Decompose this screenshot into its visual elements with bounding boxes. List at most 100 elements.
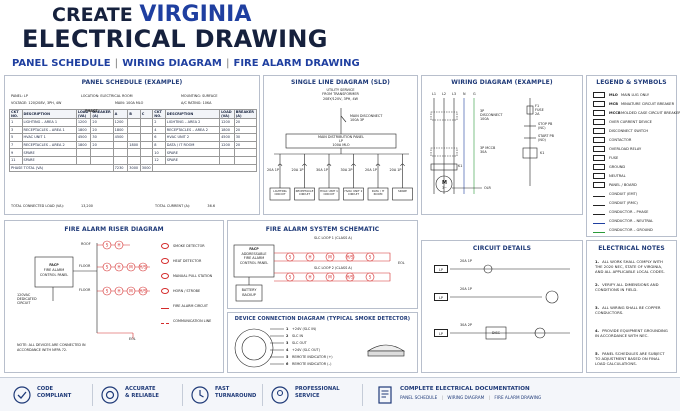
legend-code: MLO bbox=[609, 93, 618, 97]
sld-breaker-label: 30A 2P bbox=[340, 168, 353, 172]
main-disconnect-line: 100A 3P bbox=[350, 118, 365, 123]
sld-load-box bbox=[343, 187, 364, 201]
sld-breaker-label: 20A 1P bbox=[365, 168, 377, 172]
olr-label: OLR bbox=[484, 186, 491, 190]
table-cell: 20 bbox=[233, 125, 258, 135]
target-icon bbox=[101, 386, 119, 404]
table-cell: 20 bbox=[233, 118, 258, 127]
note-item: 1.ALL WORK SHALL COMPLY WITH THE 2020 NE… bbox=[595, 259, 670, 274]
utility-line: UTILITY SERVICE bbox=[326, 88, 355, 92]
footer-item-line2: & RELIABLE bbox=[125, 393, 159, 399]
riser-legend-item: FIRE ALARM CIRCUIT bbox=[161, 303, 208, 309]
legend-item: CONDUCTOR – NEUTRAL bbox=[593, 218, 653, 226]
table-cell: 9 bbox=[9, 148, 23, 157]
legend-symbol-icon bbox=[593, 191, 605, 197]
table-cell: 1200 bbox=[75, 118, 92, 127]
start-label: START PB (NO) bbox=[538, 134, 554, 142]
table-cell bbox=[127, 148, 141, 157]
riser-device bbox=[114, 240, 124, 250]
power-line: DEDICATED bbox=[17, 297, 37, 302]
subtitle: PANEL SCHEDULE|WIRING DIAGRAM|FIRE ALARM… bbox=[12, 58, 360, 69]
fuse-line: FUSE bbox=[535, 108, 544, 113]
doc-items: PANEL SCHEDULE | WIRING DIAGRAM | FIRE A… bbox=[400, 394, 541, 401]
terminal-number: 6 bbox=[286, 362, 289, 366]
footer-item-line1: CODE bbox=[37, 386, 54, 392]
terminal-label: SLC OUT bbox=[292, 341, 307, 345]
terminal-label: SLC IN bbox=[292, 334, 304, 338]
disconnect-line: 3P bbox=[480, 109, 485, 113]
total-current-value: 36.6 bbox=[207, 204, 215, 208]
table-cell bbox=[139, 148, 154, 157]
table-cell bbox=[112, 148, 129, 157]
table-cell: SPARE bbox=[164, 148, 221, 157]
riser-legend-label: HEAT DETECTOR bbox=[173, 259, 202, 263]
table-cell bbox=[90, 155, 114, 165]
footer-item-line1: ACCURATE bbox=[125, 386, 156, 392]
terminal-number: 4 bbox=[286, 348, 289, 352]
facp-line: FACP bbox=[49, 263, 59, 267]
battery-line: BATTERY bbox=[241, 288, 257, 292]
legend-item: CONDUCTOR – PHASE bbox=[593, 209, 648, 217]
legend-label: CONDUCTOR – NEUTRAL bbox=[609, 219, 654, 223]
table-cell: DATA / IT ROOM bbox=[164, 140, 221, 150]
legend-item: CONDUIT (EMT) bbox=[593, 191, 637, 199]
electrical-notes: ELECTRICAL NOTES 1.ALL WORK SHALL COMPLY… bbox=[586, 240, 677, 373]
legend-symbol-icon bbox=[593, 137, 605, 143]
k1-coil-label: K1 bbox=[540, 151, 545, 155]
fa-device bbox=[365, 252, 375, 262]
fa-device-symbol: H/S bbox=[347, 254, 354, 259]
table-cell bbox=[127, 155, 141, 165]
table-cell: 1800 bbox=[127, 140, 141, 150]
table-cell bbox=[90, 148, 114, 157]
footer-item-line2: COMPLIANT bbox=[37, 393, 72, 399]
fa-device bbox=[325, 272, 335, 282]
fa-facp-line: CONTROL PANEL bbox=[239, 260, 269, 265]
riser-title: FIRE ALARM RISER DIAGRAM bbox=[64, 226, 164, 233]
legend-item: MCCBMOLDED CASE CIRCUIT BREAKER bbox=[593, 110, 680, 118]
total-connected: TOTAL CONNECTED LOAD (VA): 13,200 bbox=[11, 204, 93, 208]
fa-device-symbol: S bbox=[289, 274, 292, 279]
col-header: BREAKER (A) bbox=[90, 109, 114, 119]
col-header: B bbox=[127, 109, 141, 119]
fa-device bbox=[365, 272, 375, 282]
table-cell: 5 bbox=[9, 133, 23, 142]
phase-total-label: PHASE TOTAL (VA) bbox=[9, 163, 114, 173]
dist-panel-line: LP bbox=[339, 139, 343, 144]
table-cell bbox=[139, 155, 154, 165]
col-header: CKT NO. bbox=[152, 109, 166, 119]
note-item: 2.VERIFY ALL DIMENSIONS AND CONDITIONS I… bbox=[595, 282, 670, 292]
sld-load-label: RECEPTACLE CIRCUIT bbox=[295, 189, 314, 197]
device-conn-title: DEVICE CONNECTION DIAGRAM (TYPICAL SMOKE… bbox=[234, 316, 411, 322]
riser-legend-item: SMOKE DETECTOR bbox=[161, 243, 205, 249]
col-header: DESCRIPTION bbox=[164, 109, 221, 119]
panel-mounting: MOUNTING: SURFACE bbox=[181, 94, 218, 98]
circuit-drawing bbox=[450, 264, 570, 340]
table-cell: 1200 bbox=[112, 118, 129, 127]
riser-legend-label: FIRE ALARM CIRCUIT bbox=[173, 304, 208, 308]
note-number: 3. bbox=[595, 305, 600, 310]
col-header: BREAKER (A) bbox=[233, 109, 258, 119]
dist-panel-line: MAIN DISTRIBUTION PANEL bbox=[318, 135, 364, 139]
legend-symbol-icon bbox=[593, 146, 605, 152]
fa-device-symbol: S bbox=[289, 254, 292, 259]
fa-device bbox=[305, 252, 315, 262]
fa-facp-line: FIRE ALARM bbox=[243, 256, 265, 261]
sld-breaker-label: 30A 1P bbox=[316, 168, 328, 172]
col-header: C bbox=[139, 109, 154, 119]
panel-location: LOCATION: ELECTRICAL ROOM bbox=[81, 94, 133, 98]
facp-label: FACP FIRE ALARM CONTROL PANEL bbox=[35, 263, 73, 278]
line-label: G bbox=[473, 92, 476, 96]
table-cell: HVAC UNIT 2 bbox=[164, 133, 221, 142]
table-cell: 30 bbox=[233, 133, 258, 142]
note-item: 4.PROVIDE EQUIPMENT GROUNDING IN ACCORDA… bbox=[595, 328, 670, 338]
legend-item: GROUND bbox=[593, 164, 625, 172]
